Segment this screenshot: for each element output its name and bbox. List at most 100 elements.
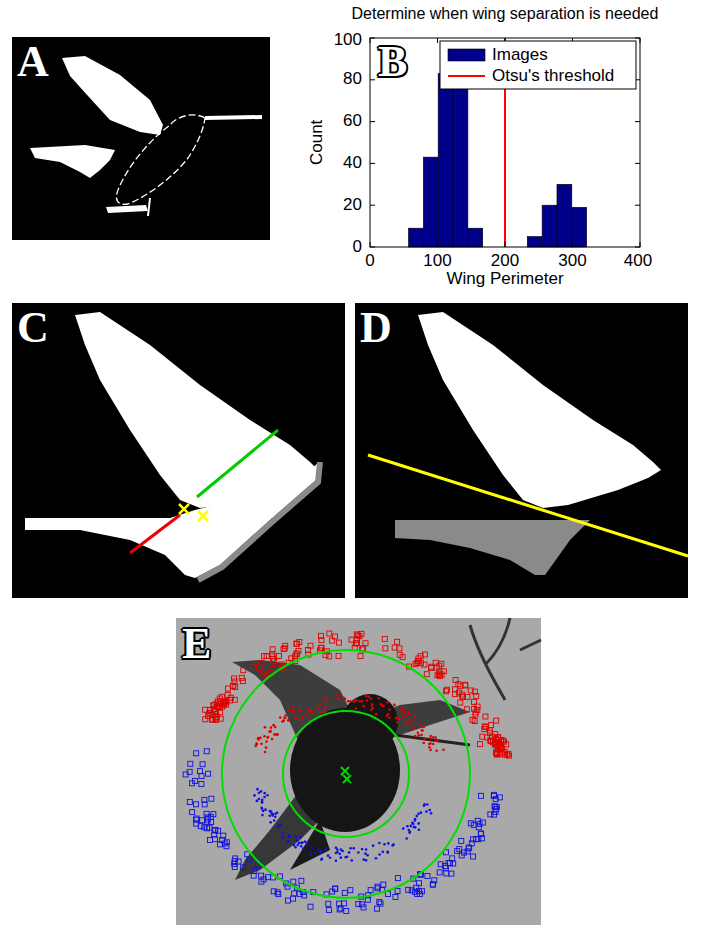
- tip-point: [194, 751, 199, 756]
- joint-point: [273, 819, 276, 822]
- tip-point: [330, 638, 335, 643]
- joint-point: [289, 835, 292, 838]
- joint-point: [317, 708, 320, 711]
- joint-point: [366, 699, 369, 702]
- tip-point: [197, 769, 202, 774]
- tip-point: [378, 901, 383, 906]
- joint-point: [413, 826, 416, 829]
- joint-point: [257, 737, 260, 740]
- joint-point: [354, 699, 357, 702]
- joint-point: [319, 850, 322, 853]
- tip-point: [383, 646, 388, 651]
- tip-point: [251, 873, 256, 878]
- joint-point: [364, 852, 367, 855]
- histogram-bar: [527, 237, 542, 247]
- tip-point: [247, 857, 252, 862]
- tip-point: [327, 654, 332, 659]
- joint-point: [385, 715, 388, 718]
- joint-point: [286, 841, 289, 844]
- tip-point: [459, 838, 464, 843]
- tip-point: [211, 812, 216, 817]
- tip-point: [361, 905, 366, 910]
- tip-point: [375, 906, 380, 911]
- tip-point: [200, 762, 205, 767]
- tip-point: [444, 687, 449, 692]
- tip-point: [460, 694, 465, 699]
- joint-point: [388, 716, 391, 719]
- joint-point: [371, 703, 374, 706]
- tip-point: [494, 752, 499, 757]
- joint-point: [401, 706, 404, 709]
- tip-point: [483, 714, 488, 719]
- joint-point: [395, 717, 398, 720]
- legend-box: [440, 41, 636, 89]
- tick-mark: [370, 121, 375, 122]
- tip-point: [319, 638, 324, 643]
- tip-point: [429, 664, 434, 669]
- panel-e-image: [176, 618, 541, 925]
- tip-point: [465, 849, 470, 854]
- tick-label: 300: [558, 252, 586, 271]
- joint-point: [306, 842, 309, 845]
- tick-mark: [437, 38, 438, 43]
- joint-point: [264, 808, 267, 811]
- tip-point: [429, 666, 434, 671]
- tip-point: [259, 873, 264, 878]
- tip-point: [318, 645, 323, 650]
- tick-label: 40: [343, 154, 362, 173]
- joint-point: [365, 848, 368, 851]
- joint-point: [298, 709, 301, 712]
- tip-point: [397, 646, 402, 651]
- tip-point: [499, 746, 504, 751]
- joint-point: [254, 745, 257, 748]
- tip-point: [277, 653, 282, 658]
- fit-circle: [222, 650, 470, 898]
- tip-point: [416, 659, 421, 664]
- joint-point: [410, 825, 413, 828]
- lower-wing: [395, 520, 590, 575]
- tip-point: [207, 710, 212, 715]
- tip-point: [291, 896, 296, 901]
- joint-point: [414, 818, 417, 821]
- joint-point: [430, 812, 433, 815]
- tip-point: [337, 907, 342, 912]
- joint-point: [420, 734, 423, 737]
- joint-point: [422, 742, 425, 745]
- joint-point: [393, 704, 396, 707]
- tip-point: [206, 815, 211, 820]
- tip-point: [252, 868, 257, 873]
- joint-point: [375, 713, 378, 716]
- tip-point: [291, 879, 296, 884]
- tip-point: [488, 723, 493, 728]
- panel-c-image: [12, 303, 345, 598]
- tip-point: [262, 654, 267, 659]
- panel-d-image: [355, 303, 688, 598]
- joint-point: [313, 852, 316, 855]
- tip-point: [395, 876, 400, 881]
- tip-point: [463, 683, 468, 688]
- tick-label: 20: [343, 196, 362, 215]
- joint-point: [338, 853, 341, 856]
- joint-point: [324, 706, 327, 709]
- tip-point: [232, 679, 237, 684]
- tip-point: [493, 736, 498, 741]
- tip-point: [471, 854, 476, 859]
- joint-point: [349, 700, 352, 703]
- joint-point: [267, 736, 270, 739]
- joint-point: [377, 697, 380, 700]
- tip-point: [261, 669, 266, 674]
- joint-point: [326, 698, 329, 701]
- joint-point: [271, 812, 274, 815]
- tip-point: [222, 841, 227, 846]
- tick-label: 0: [353, 238, 362, 257]
- joint-point: [358, 700, 361, 703]
- joint-point: [319, 851, 322, 854]
- tip-point: [393, 894, 398, 899]
- joint-point: [287, 840, 290, 843]
- bird-tail: [270, 820, 330, 880]
- joint-point: [293, 844, 296, 847]
- joint-point: [296, 717, 299, 720]
- tip-point: [358, 654, 363, 659]
- joint-point: [284, 714, 287, 717]
- joint-point: [428, 746, 431, 749]
